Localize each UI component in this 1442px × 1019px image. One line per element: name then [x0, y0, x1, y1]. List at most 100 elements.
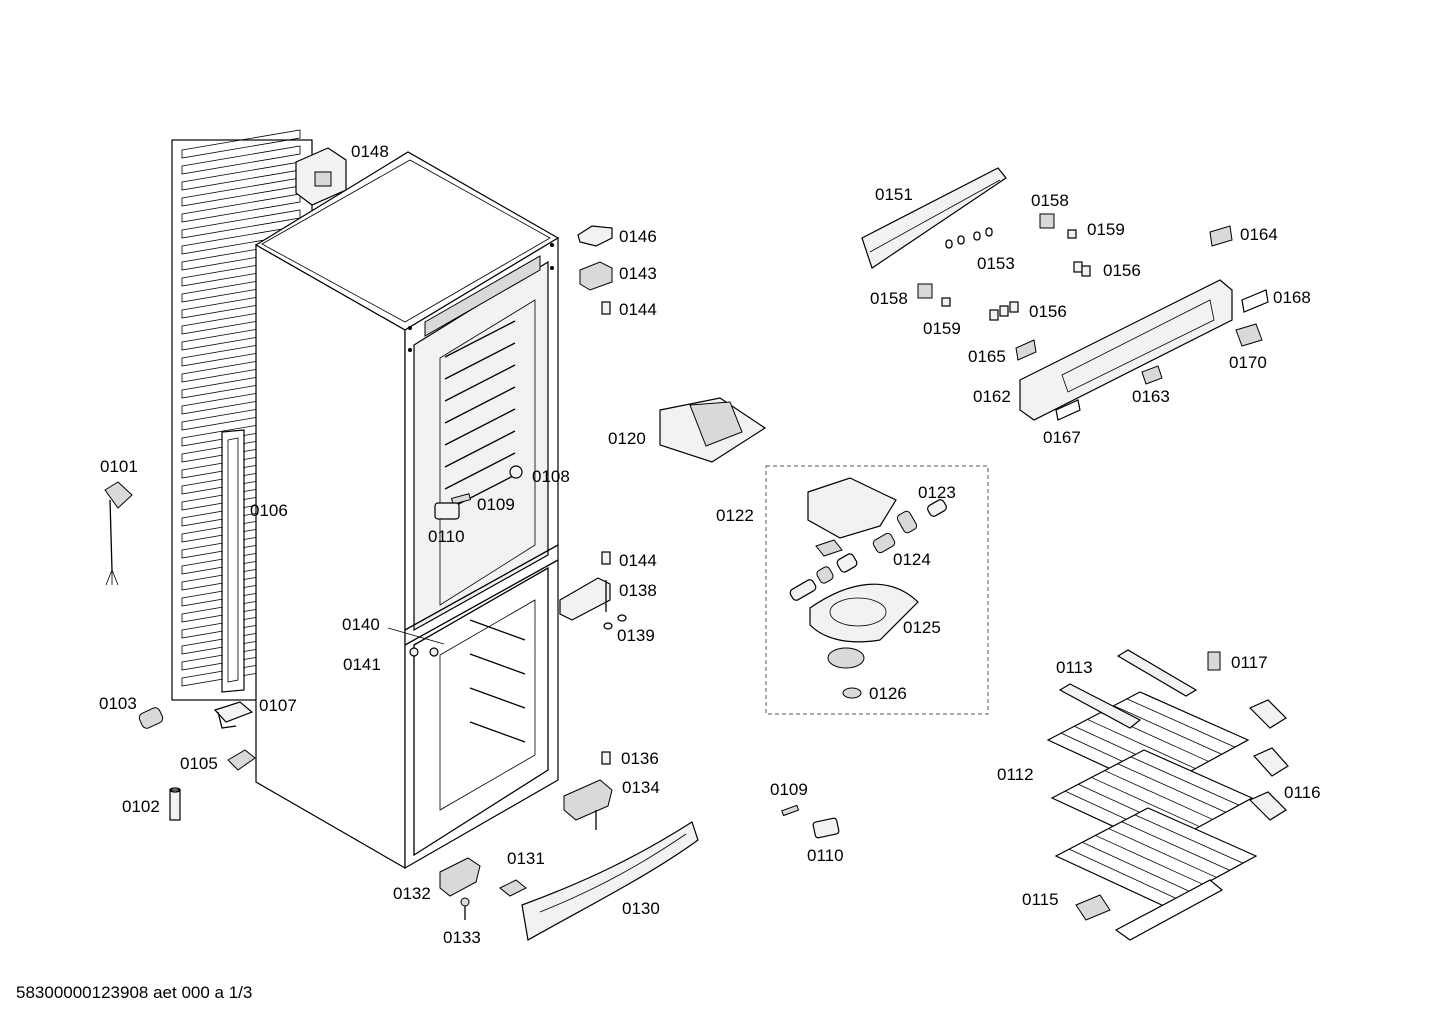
wire-rod [1113, 705, 1222, 755]
label-0170: 0170 [1229, 353, 1267, 372]
wire-rod [1108, 828, 1217, 878]
coil-loop [181, 129, 301, 159]
label-0158: 0158 [1031, 191, 1069, 210]
label-0120: 0120 [608, 429, 646, 448]
label-0106: 0106 [250, 501, 288, 520]
label-0143: 0143 [619, 264, 657, 283]
fridge-cabinet [254, 151, 560, 870]
label-0138: 0138 [619, 581, 657, 600]
label-0153: 0153 [977, 254, 1015, 273]
label-0164: 0164 [1240, 225, 1278, 244]
label-0167: 0167 [1043, 428, 1081, 447]
label-0126: 0126 [869, 684, 907, 703]
part-0134 [563, 779, 613, 830]
label-0123: 0123 [918, 483, 956, 502]
drawing-reference-footer: 58300000123908 aet 000 a 1/3 [16, 983, 252, 1002]
label-0122: 0122 [716, 506, 754, 525]
label-0124: 0124 [893, 550, 931, 569]
label-0101: 0101 [100, 457, 138, 476]
wire-rod [1126, 698, 1236, 748]
part-0105 [227, 749, 256, 771]
shelf-rail [444, 342, 516, 380]
drawer-rail [469, 721, 526, 743]
part-0109a [450, 493, 472, 505]
label-0159: 0159 [1087, 220, 1125, 239]
label-0134: 0134 [622, 778, 660, 797]
label-0117: 0117 [1231, 653, 1268, 672]
part-0108 [509, 465, 523, 479]
shelf-rail [444, 364, 516, 402]
part-0110a [434, 502, 460, 520]
part-0148 [295, 147, 347, 206]
wire-shelves-0112 [1046, 691, 1258, 941]
label-0158: 0158 [870, 289, 908, 308]
shelf-rail [444, 430, 516, 468]
part-0139 [603, 614, 627, 630]
channel-0106 [221, 429, 245, 693]
lamp-assembly-box [765, 465, 989, 715]
label-0144: 0144 [619, 551, 657, 570]
part-0143 [579, 261, 613, 291]
control-board-0151 [861, 167, 1007, 269]
part-0109b [781, 804, 800, 817]
part-0132 [439, 857, 481, 897]
wire-rod [1104, 770, 1213, 820]
label-0107: 0107 [259, 696, 297, 715]
label-0156: 0156 [1103, 261, 1141, 280]
label-0132: 0132 [393, 884, 431, 903]
wire-rod [1091, 777, 1200, 827]
part-0103 [138, 707, 164, 729]
coil-loop [181, 193, 301, 223]
label-0156: 0156 [1029, 302, 1067, 321]
wire-rod [1117, 763, 1226, 813]
part-0117 [1207, 651, 1221, 671]
label-0151: 0151 [875, 185, 913, 204]
label-0133: 0133 [443, 928, 481, 947]
wire-frame [1114, 879, 1224, 941]
label-0163: 0163 [1132, 387, 1170, 406]
label-0125: 0125 [903, 618, 941, 637]
label-0162: 0162 [973, 387, 1011, 406]
wire-rod [1130, 756, 1240, 806]
coil-loop [181, 145, 301, 175]
label-0113: 0113 [1056, 658, 1093, 677]
part-0146 [577, 225, 613, 247]
part-0138 [559, 577, 611, 621]
part-0115 [1075, 894, 1111, 921]
label-0139: 0139 [617, 626, 655, 645]
part-0144a [601, 301, 611, 315]
drawer-rail [469, 619, 526, 641]
label-0115: 0115 [1022, 890, 1059, 909]
part-0140-0141 [387, 627, 445, 657]
part-0136 [601, 751, 611, 765]
wire-rod [1068, 848, 1178, 900]
small-parts-0153-0159 [917, 213, 1091, 321]
label-0159: 0159 [923, 319, 961, 338]
wire-rod [1087, 719, 1196, 769]
label-0102: 0102 [122, 797, 160, 816]
label-0165: 0165 [968, 347, 1006, 366]
shelf-rail [444, 386, 516, 424]
power-plug-0101 [104, 481, 133, 586]
label-0103: 0103 [99, 694, 137, 713]
label-0136: 0136 [621, 749, 659, 768]
label-0109: 0109 [770, 780, 808, 799]
label-0144: 0144 [619, 300, 657, 319]
label-0109: 0109 [477, 495, 515, 514]
label-0116: 0116 [1284, 783, 1321, 802]
label-0105: 0105 [180, 754, 218, 773]
label-0140: 0140 [342, 615, 380, 634]
shelf-rail [444, 408, 516, 446]
part-0120 [659, 397, 767, 463]
label-0131: 0131 [507, 849, 545, 868]
wire-rod [1082, 841, 1191, 893]
label-0141: 0141 [343, 655, 381, 674]
label-0130: 0130 [622, 899, 660, 918]
label-0110: 0110 [807, 846, 844, 865]
label-0110: 0110 [428, 527, 465, 546]
door-shelf-0130 [521, 821, 699, 941]
label-0146: 0146 [619, 227, 657, 246]
shelf-rail [444, 452, 516, 490]
part-0133 [460, 897, 470, 920]
